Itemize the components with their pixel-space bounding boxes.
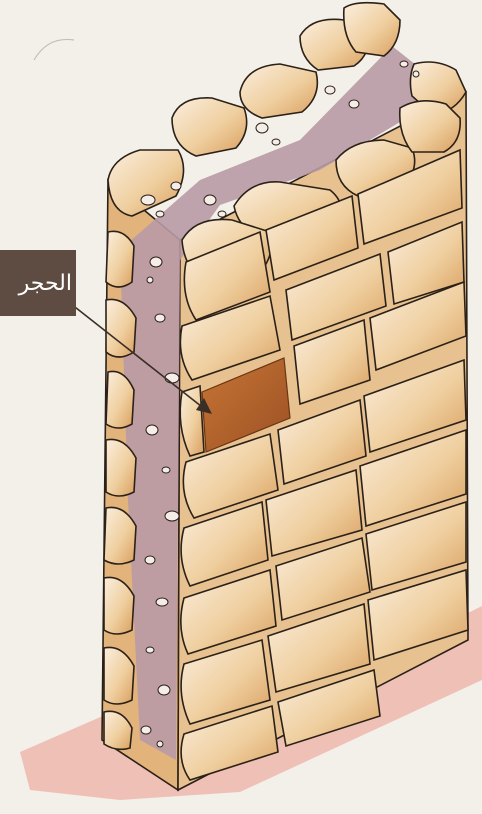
decorative-arc: [34, 39, 74, 60]
callout-label-box: الحجر: [0, 250, 76, 316]
callout-label: الحجر: [19, 271, 76, 296]
